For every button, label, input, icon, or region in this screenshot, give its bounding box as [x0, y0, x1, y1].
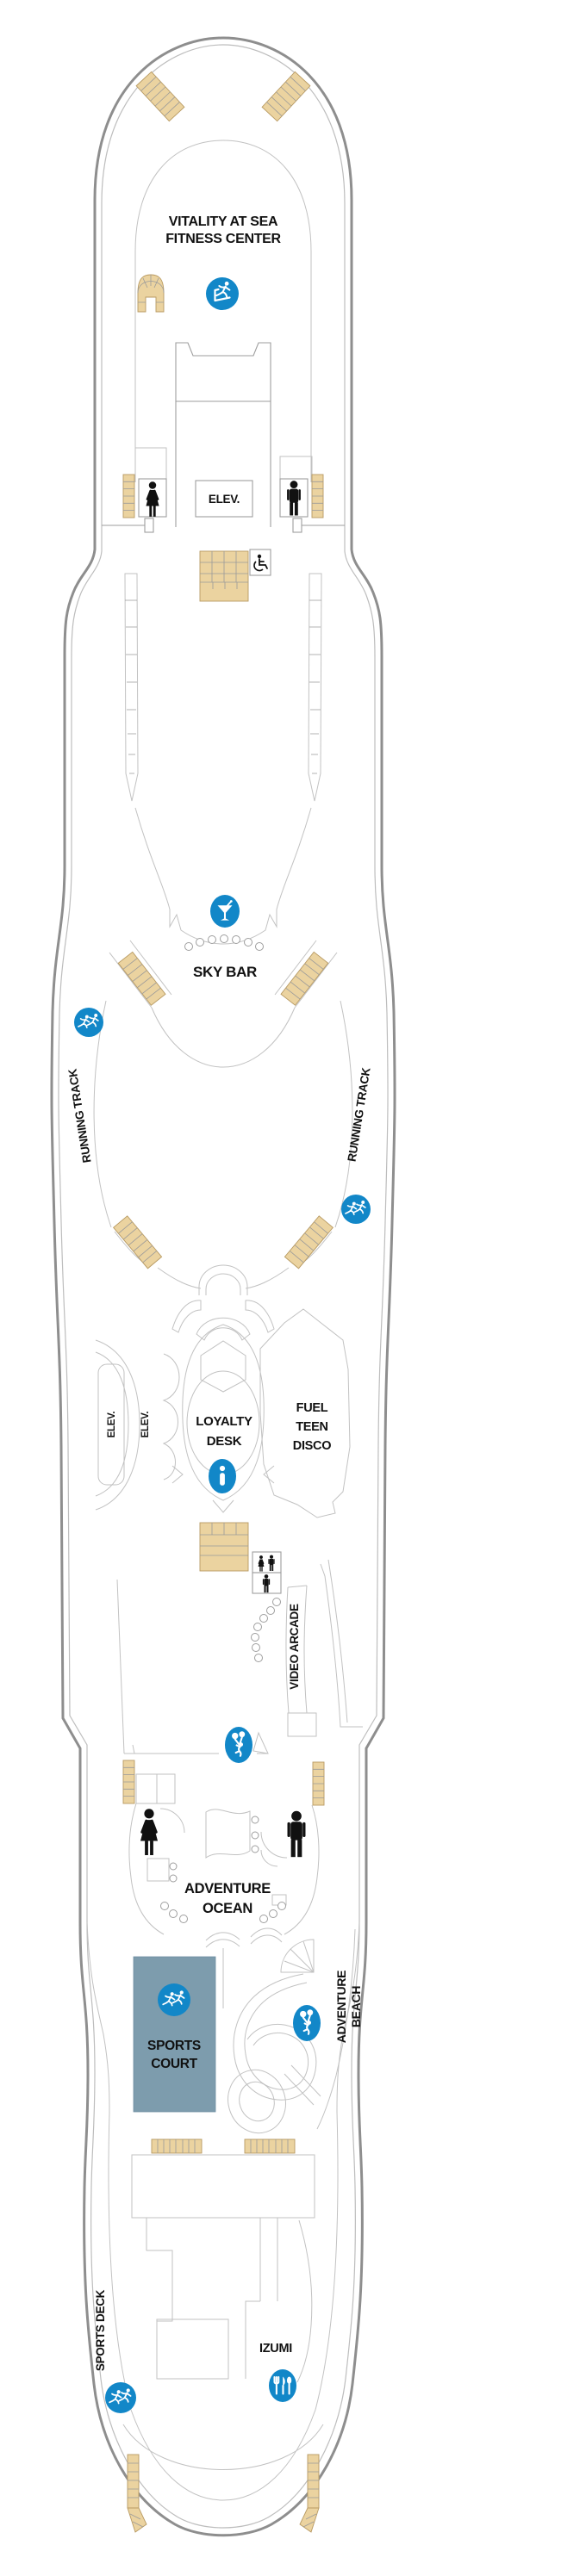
loyalty-fuel-area: ELEV. ELEV. LOYALTY DESK FUEL TEEN DISCO [95, 1300, 351, 1518]
treadmill-runner-icon [206, 277, 239, 310]
wheelchair-accessible-icon [249, 549, 271, 576]
womens-restroom-fwd [138, 478, 167, 518]
information-icon [209, 1459, 236, 1493]
stern-stairs-left [151, 2138, 203, 2154]
sports-court-runners-icon [158, 1983, 190, 2016]
adventure-ocean-label-line1: ADVENTURE [184, 1881, 271, 1896]
elevator-box [195, 480, 253, 518]
casing-sides [175, 401, 271, 479]
video-arcade-label: VIDEO ARCADE [288, 1604, 301, 1690]
spiral-stair-arch [137, 274, 165, 313]
kids-balloons-icon [225, 1727, 252, 1763]
ao-stairs-left [122, 1760, 135, 1804]
stern-stairs-right [244, 2138, 296, 2154]
sports-deck-label: SPORTS DECK [94, 2289, 107, 2371]
sports-court [133, 1956, 216, 2113]
sky-bar-label: SKY BAR [193, 964, 257, 980]
fuel-label-line1: FUEL [296, 1401, 328, 1415]
skybar-area: SKY BAR [109, 573, 338, 1068]
adventure-ocean-area: ADVENTURE OCEAN [122, 1760, 325, 1948]
izumi-label: IZUMI [259, 2342, 292, 2356]
fitness-room-outline [134, 140, 312, 482]
restroom-signs [252, 1551, 282, 1594]
loyalty-label-line1: LOYALTY [196, 1414, 252, 1429]
loyalty-label-line2: DESK [207, 1434, 242, 1449]
bar-martini-icon [210, 895, 240, 928]
stern-area: SPORTS DECK IZUMI [94, 2111, 339, 2533]
runners-icon-right [341, 1195, 371, 1224]
soft-play-room [205, 1809, 251, 1859]
ship-hull [50, 36, 396, 2537]
runners-icon-left [74, 1008, 103, 1037]
ao-stairs-right [312, 1761, 325, 1806]
sports-deck-runners-icon [105, 2382, 136, 2413]
stern-aft-stairs-right [299, 2454, 320, 2533]
sports-court-label-line2: COURT [151, 2057, 197, 2071]
fitness-center-area: VITALITY AT SEA FITNESS CENTER [134, 71, 312, 482]
adventure-beach-icon [293, 2005, 321, 2041]
hull-inner-line [58, 44, 389, 2529]
arcade-area: VIDEO ARCADE [116, 1522, 363, 1763]
elev-label-outer: ELEV. [107, 1412, 117, 1438]
table-circles [251, 1598, 281, 1662]
stern-structure [131, 2154, 315, 2219]
mens-restroom-fwd [279, 478, 309, 518]
water-slide [228, 1939, 321, 2134]
izumi-dining-icon [269, 2369, 296, 2402]
stairs-right [311, 474, 324, 518]
elev-label-inner: ELEV. [140, 1412, 151, 1438]
stairs-left [122, 474, 135, 518]
fuel-label-line2: TEEN [296, 1420, 327, 1434]
forward-elevator-lobby: ELEV. [102, 447, 345, 602]
adventure-ocean-label-line2: OCEAN [203, 1901, 252, 1916]
adventure-beach-label-line2: BEACH [349, 1986, 363, 2027]
fitness-label-line2: FITNESS CENTER [165, 232, 281, 246]
fuel-disco-room [259, 1308, 351, 1518]
stern-aft-stairs-left [127, 2454, 147, 2533]
central-staircase [199, 550, 249, 602]
funnel-outline [134, 807, 312, 945]
bar-stool-circles [184, 934, 264, 951]
elevator-label: ELEV. [209, 493, 240, 506]
sports-court-label-line1: SPORTS [147, 2039, 201, 2053]
fuel-label-line3: DISCO [293, 1439, 331, 1453]
stairwell-casing [175, 342, 271, 402]
sports-beach-area: SPORTS COURT ADVENTURE BEACH [86, 1921, 363, 2134]
adventure-beach-label-line1: ADVENTURE [334, 1971, 348, 2043]
hull-outline [50, 36, 396, 2537]
fitness-label-line1: VITALITY AT SEA [169, 214, 278, 229]
